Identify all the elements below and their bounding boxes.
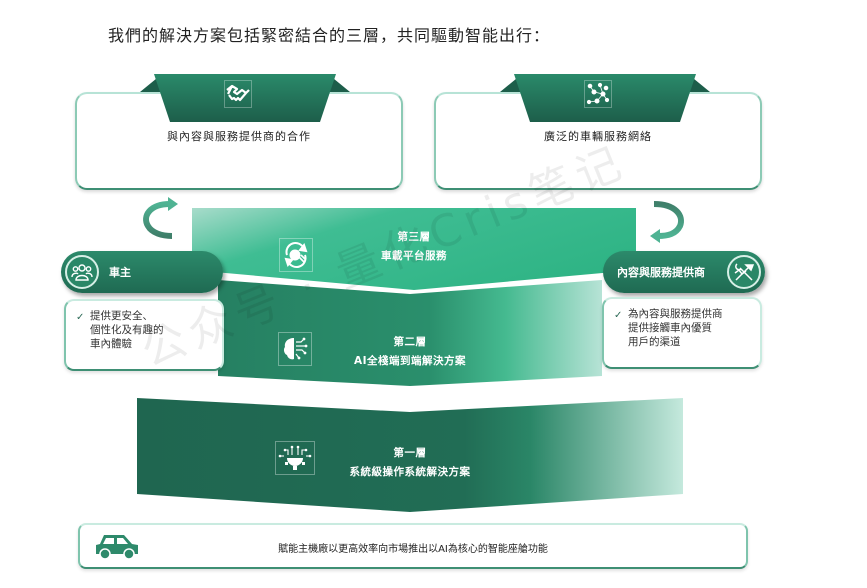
intro-text: 我們的解決方案包括緊密結合的三層，共同驅動智能出行：: [108, 26, 551, 45]
content-provider-card: ✓ 為內容與服務提供商 提供接觸車內優質 用戶的渠道: [602, 297, 762, 369]
top-card-label: 與內容與服務提供商的合作: [167, 130, 311, 143]
circuit-gear-icon: [275, 441, 315, 475]
bullet-line: 車內體驗: [90, 338, 132, 350]
car-icon: [94, 533, 140, 565]
bullet-line: 個性化及有趣的: [90, 324, 164, 336]
layer-3-band: [192, 208, 636, 290]
car-owner-pill: 車主: [61, 251, 223, 293]
bottom-summary-text: 賦能主機廠以更高效率向市場推出以AI為核心的智能座艙功能: [278, 544, 548, 555]
bullet-line: 為內容與服務提供商: [628, 308, 723, 320]
tools-icon: [727, 255, 761, 289]
check-icon: ✓: [614, 310, 623, 321]
people-group-icon: [65, 255, 99, 289]
handshake-icon: [224, 80, 252, 108]
content-provider-title: 內容與服務提供商: [617, 266, 705, 279]
ribbon-network: [480, 74, 730, 124]
car-owner-card: ✓ 提供更安全、 個性化及有趣的 車內體驗: [64, 299, 224, 371]
check-icon: ✓: [76, 312, 85, 323]
bottom-summary-bar: 賦能主機廠以更高效率向市場推出以AI為核心的智能座艙功能: [78, 523, 748, 569]
layer-2-title: AI全棧端到端解決方案: [353, 355, 467, 367]
layer-1-title: 系統級操作系統解決方案: [349, 466, 471, 478]
ribbon-partnership: [120, 74, 370, 124]
ai-brain-icon: [278, 332, 312, 366]
car-owner-title: 車主: [109, 266, 131, 279]
cycle-arrow-right-icon: [648, 198, 688, 248]
layer-1-tier: 第一層: [393, 447, 427, 459]
top-card-label: 廣泛的車輛服務網絡: [544, 130, 652, 143]
layer-2-tier: 第二層: [393, 336, 427, 348]
cycle-arrow-left-icon: [140, 196, 180, 246]
layer-1-band: [137, 398, 683, 512]
bullet-line: 提供接觸車內優質: [628, 322, 712, 334]
bullet-line: 提供更安全、: [90, 310, 153, 322]
layer-3-tier: 第三層: [397, 231, 431, 243]
layer-3-title: 車載平台服務: [381, 250, 447, 262]
layer-2-band: [218, 280, 602, 386]
network-people-icon: [584, 80, 612, 108]
content-provider-pill: 內容與服務提供商: [603, 251, 765, 293]
bullet-line: 用戶的渠道: [628, 336, 681, 348]
gear-refresh-icon: [279, 238, 313, 272]
